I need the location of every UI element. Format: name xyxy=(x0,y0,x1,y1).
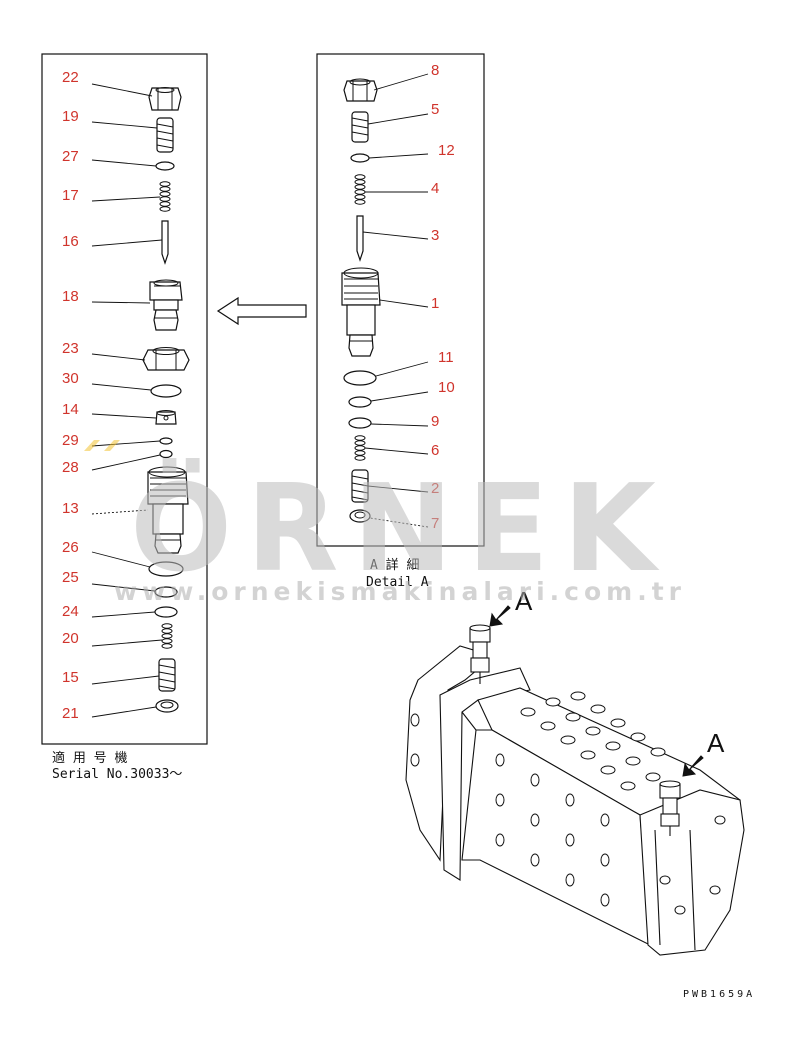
part-shape xyxy=(147,466,189,554)
part-label: 21 xyxy=(62,705,79,722)
part-label: 7 xyxy=(431,515,439,532)
part-shape xyxy=(148,87,182,111)
left-leader-lines xyxy=(91,83,163,718)
part-shape xyxy=(354,435,366,461)
part-label: 5 xyxy=(431,101,439,118)
part-label: 20 xyxy=(62,630,79,647)
part-label: 15 xyxy=(62,669,79,686)
relief-valve-a-top xyxy=(469,624,491,684)
part-label: 28 xyxy=(62,459,79,476)
part-shape xyxy=(155,699,179,713)
part-shape xyxy=(159,181,171,212)
view-letter: A xyxy=(707,728,725,758)
part-label: 3 xyxy=(431,227,439,244)
part-shape xyxy=(158,658,176,692)
part-shape xyxy=(142,347,190,371)
right-part-labels: 8 5 12 4 3 1 11 10 9 6 2 7 xyxy=(431,62,455,532)
part-shape xyxy=(156,117,174,153)
part-label: 22 xyxy=(62,69,79,86)
part-shape xyxy=(349,509,371,523)
left-caption-jp: 適 用 号 機 xyxy=(52,750,127,766)
left-panel-frame xyxy=(41,53,208,745)
part-label: 12 xyxy=(438,142,455,159)
part-shape xyxy=(161,220,169,265)
part-label: 16 xyxy=(62,233,79,250)
part-label: 25 xyxy=(62,569,79,586)
part-label: 29 xyxy=(62,432,79,449)
right-caption-jp: A 詳 細 xyxy=(370,557,419,573)
right-parts xyxy=(341,78,381,523)
part-label: 8 xyxy=(431,62,439,79)
part-label: 14 xyxy=(62,401,79,418)
part-shape xyxy=(159,437,173,445)
part-label: 9 xyxy=(431,413,439,430)
part-shape xyxy=(343,370,377,386)
part-label: 13 xyxy=(62,500,79,517)
part-shape xyxy=(150,384,182,398)
part-label: 4 xyxy=(431,180,439,197)
part-shape xyxy=(148,561,184,577)
part-shape xyxy=(354,174,366,205)
left-part-labels: 22 19 27 17 16 18 23 30 14 29 28 13 26 2… xyxy=(62,69,79,722)
valve-block-holes xyxy=(410,691,726,915)
view-letter: A xyxy=(515,586,533,616)
part-shape xyxy=(155,161,175,171)
part-shape xyxy=(350,153,370,163)
drawing-code: PWB1659A xyxy=(683,989,755,1000)
part-label: 10 xyxy=(438,379,455,396)
part-shape xyxy=(154,586,178,598)
right-panel-frame xyxy=(316,53,485,547)
watermark-accent-icon xyxy=(84,440,120,451)
watermark-brand: ÖRNEK xyxy=(130,459,670,599)
part-label: 30 xyxy=(62,370,79,387)
right-leader-lines xyxy=(362,73,429,528)
part-label: 6 xyxy=(431,442,439,459)
part-label: 17 xyxy=(62,187,79,204)
part-shape xyxy=(154,606,178,618)
relief-valve-a-right xyxy=(659,780,681,836)
watermark: ÖRNEK www.ornekismakinalari.com.tr xyxy=(84,440,686,606)
part-label: 19 xyxy=(62,108,79,125)
right-caption-en: Detail A xyxy=(366,575,429,590)
part-shape xyxy=(351,111,369,143)
part-label: 2 xyxy=(431,480,439,497)
part-label: 24 xyxy=(62,603,79,620)
left-caption-en: Serial No.30033～ xyxy=(52,767,182,782)
detail-arrow-icon xyxy=(216,296,307,326)
part-shape xyxy=(341,267,381,357)
part-shape xyxy=(356,215,364,262)
part-shape xyxy=(348,396,372,408)
view-arrow-icon xyxy=(682,755,704,777)
part-shape xyxy=(149,279,183,331)
left-parts xyxy=(142,87,190,713)
part-label: 27 xyxy=(62,148,79,165)
part-shape xyxy=(343,78,378,102)
part-shape xyxy=(159,449,173,459)
part-label: 26 xyxy=(62,539,79,556)
part-label: 1 xyxy=(431,295,439,312)
part-label: 11 xyxy=(438,349,454,366)
part-shape xyxy=(351,469,369,503)
view-arrow-icon xyxy=(489,605,511,627)
part-shape xyxy=(155,410,177,425)
part-shape xyxy=(348,417,372,429)
watermark-url: www.ornekismakinalari.com.tr xyxy=(114,577,686,606)
part-label: 18 xyxy=(62,288,79,305)
part-shape xyxy=(161,623,173,649)
part-label: 23 xyxy=(62,340,79,357)
